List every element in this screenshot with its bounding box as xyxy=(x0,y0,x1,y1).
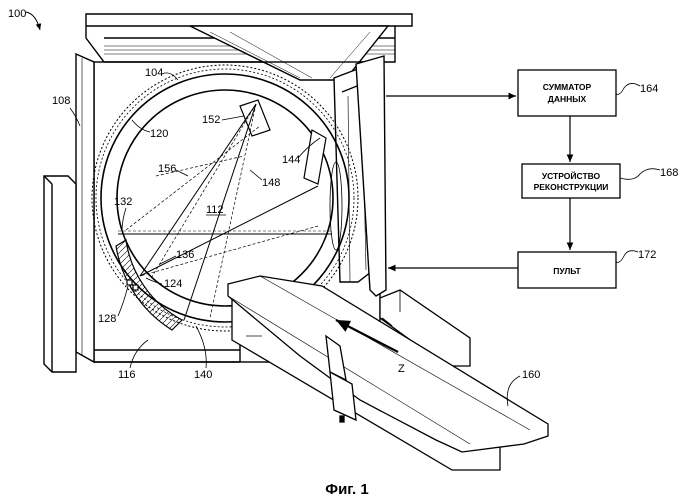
ref-148: 148 xyxy=(262,177,280,189)
z-axis-label: Z xyxy=(398,363,405,375)
data-adder-block xyxy=(518,70,616,116)
ref-108: 108 xyxy=(52,95,70,107)
ref-100: 100 xyxy=(8,8,26,20)
reconstruction-block xyxy=(522,164,620,198)
ref-120: 120 xyxy=(150,128,168,140)
ref-172: 172 xyxy=(638,249,656,261)
ref-132: 132 xyxy=(114,196,132,208)
ref-144: 144 xyxy=(282,154,300,166)
ref-124: 124 xyxy=(164,278,182,290)
data-adder-line1: СУММАТОР xyxy=(543,82,592,92)
ref-164: 164 xyxy=(640,83,658,95)
ref-128: 128 xyxy=(98,313,116,325)
ref-168: 168 xyxy=(660,167,678,179)
figure-caption: Фиг. 1 xyxy=(325,481,368,498)
ref-152: 152 xyxy=(202,114,220,126)
reconstruction-line1: УСТРОЙСТВО xyxy=(542,170,601,181)
ref-160: 160 xyxy=(522,369,540,381)
ref-136: 136 xyxy=(176,249,194,261)
block-diagram: СУММАТОР ДАННЫХ 164 УСТРОЙСТВО РЕКОНСТРУ… xyxy=(386,70,678,288)
ref-112: 112 xyxy=(206,204,224,216)
reconstruction-line2: РЕКОНСТРУКЦИИ xyxy=(534,182,609,192)
ref-104: 104 xyxy=(145,67,163,79)
ref-116: 116 xyxy=(118,369,136,381)
ref-140: 140 xyxy=(194,369,212,381)
data-adder-line2: ДАННЫХ xyxy=(548,94,587,104)
patient-table xyxy=(228,276,548,470)
ref-156: 156 xyxy=(158,163,176,175)
console-line1: ПУЛЬТ xyxy=(553,266,581,276)
